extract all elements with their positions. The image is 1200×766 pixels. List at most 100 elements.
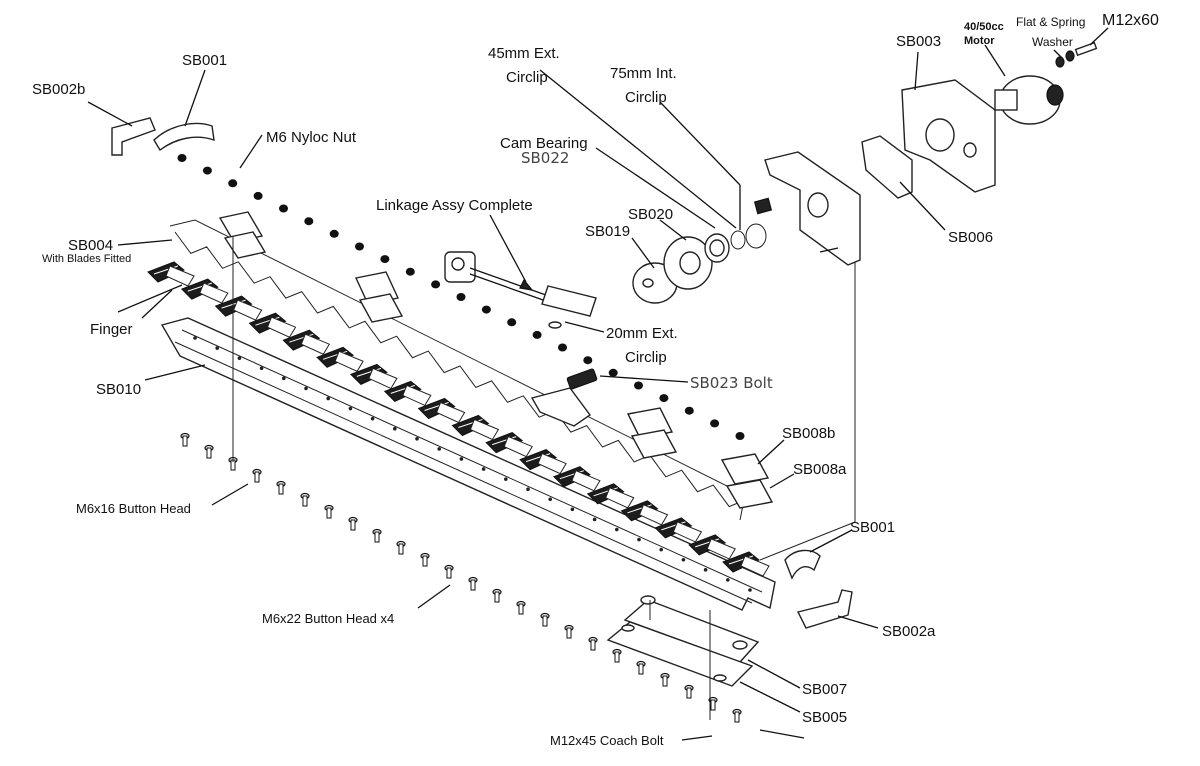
finger-tooth xyxy=(282,329,331,355)
label-sb010: SB010 xyxy=(96,381,141,398)
bolt-shank xyxy=(422,555,428,567)
cutter-bar-holes xyxy=(193,336,752,592)
bolt-shank xyxy=(566,627,572,639)
bar-hole xyxy=(304,386,308,391)
bolt-shank xyxy=(374,531,380,543)
finger-tooth xyxy=(147,261,195,287)
button-head-bolt xyxy=(636,660,646,675)
nyloc-nut xyxy=(481,305,491,314)
bar-hole xyxy=(348,406,353,411)
bar-hole xyxy=(237,356,242,360)
label-circlip-75-line2: Circlip xyxy=(625,89,667,106)
bracket-sb001-bottom xyxy=(784,549,821,580)
label-sb006: SB006 xyxy=(948,229,993,246)
nyloc-nut xyxy=(431,280,441,289)
nyloc-nut xyxy=(710,419,720,428)
label-sb004: SB004 xyxy=(68,237,113,254)
bolt-shank xyxy=(518,603,524,615)
nyloc-nut xyxy=(355,242,364,251)
button-head-bolt xyxy=(444,564,454,579)
label-sb019: SB019 xyxy=(585,223,630,240)
label-sb008b: SB008b xyxy=(782,425,835,442)
finger-tooth xyxy=(586,483,635,509)
label-sb002a: SB002a xyxy=(882,623,936,640)
finger-plate xyxy=(435,401,466,424)
button-head-bolt xyxy=(708,696,718,711)
bar-hole xyxy=(504,477,508,481)
finger-plate xyxy=(537,452,567,475)
finger-plate xyxy=(368,367,398,390)
bolt-shank xyxy=(278,483,284,495)
motor-mount-sb003 xyxy=(901,79,996,193)
bracket-sb002b xyxy=(111,117,156,156)
bolt-shank xyxy=(542,615,548,627)
label-sb004-sub: With Blades Fitted xyxy=(42,253,131,265)
button-head-bolt xyxy=(516,600,526,615)
finger-tooth xyxy=(485,432,533,458)
nyloc-nut xyxy=(279,204,288,213)
bar-hole xyxy=(215,346,219,350)
button-head-bolt-row xyxy=(180,432,742,723)
label-linkage-assy: Linkage Assy Complete xyxy=(376,197,533,214)
label-m6x22: M6x22 Button Head x4 xyxy=(262,611,394,626)
finger-plate xyxy=(165,265,195,287)
circlip-45mm xyxy=(730,230,746,250)
bolt-shank xyxy=(206,447,212,459)
finger-plate xyxy=(571,470,601,492)
finger-tooth xyxy=(620,500,669,526)
label-circlip-45-line2: Circlip xyxy=(506,69,548,86)
finger-plate xyxy=(638,504,669,526)
bar-hole xyxy=(193,336,197,340)
button-head-bolt xyxy=(300,492,310,507)
button-head-bolt xyxy=(204,444,214,459)
button-head-bolt xyxy=(564,624,574,639)
bar-hole xyxy=(393,426,397,431)
bolt-shank xyxy=(326,507,332,519)
nyloc-nut xyxy=(202,166,212,175)
finger-plate xyxy=(672,521,703,543)
label-sb003: SB003 xyxy=(896,33,941,50)
bolt-shank xyxy=(734,711,740,723)
nyloc-nut xyxy=(304,217,314,226)
button-head-bolt xyxy=(468,576,478,591)
finger-plate xyxy=(334,350,364,372)
bar-hole xyxy=(703,568,708,572)
bar-hole xyxy=(415,437,419,441)
bar-hole xyxy=(326,396,331,401)
label-sb020: SB020 xyxy=(628,206,673,223)
label-circlip-20-line1: 20mm Ext. xyxy=(606,325,678,342)
nyloc-nut xyxy=(456,293,466,301)
bolt-shank xyxy=(470,579,476,591)
button-head-bolt xyxy=(684,684,694,699)
button-head-bolt xyxy=(372,528,382,543)
nyloc-nut xyxy=(380,255,390,264)
finger-plate xyxy=(740,555,770,577)
finger-plate xyxy=(706,538,736,560)
bracket-sb001-top xyxy=(153,122,215,152)
bolt-shank xyxy=(638,663,644,675)
plate-sb007 xyxy=(623,595,760,663)
label-washer-line1: Flat & Spring xyxy=(1016,15,1085,29)
bolt-shank xyxy=(254,471,260,483)
bolt-shank xyxy=(710,699,716,711)
clamp-plates xyxy=(218,211,774,509)
button-head-bolt xyxy=(612,648,622,663)
sb020-cam xyxy=(663,236,713,290)
finger-tooth xyxy=(316,346,364,372)
nyloc-nut xyxy=(684,406,694,415)
finger-row xyxy=(147,261,770,577)
label-sb005: SB005 xyxy=(802,709,847,726)
label-circlip-75-line1: 75mm Int. xyxy=(610,65,677,82)
button-head-bolt xyxy=(324,504,334,519)
label-circlip-20-line2: Circlip xyxy=(625,349,667,366)
nyloc-nut xyxy=(659,394,669,403)
label-motor-line1: 40/50cc xyxy=(964,21,1004,33)
bolt-shank xyxy=(614,651,620,663)
bar-hole xyxy=(681,557,686,562)
drive-bracket-plate xyxy=(530,387,591,427)
finger-plate xyxy=(300,333,331,355)
nyloc-nut xyxy=(329,229,339,238)
gearbox-bracket xyxy=(753,151,861,266)
